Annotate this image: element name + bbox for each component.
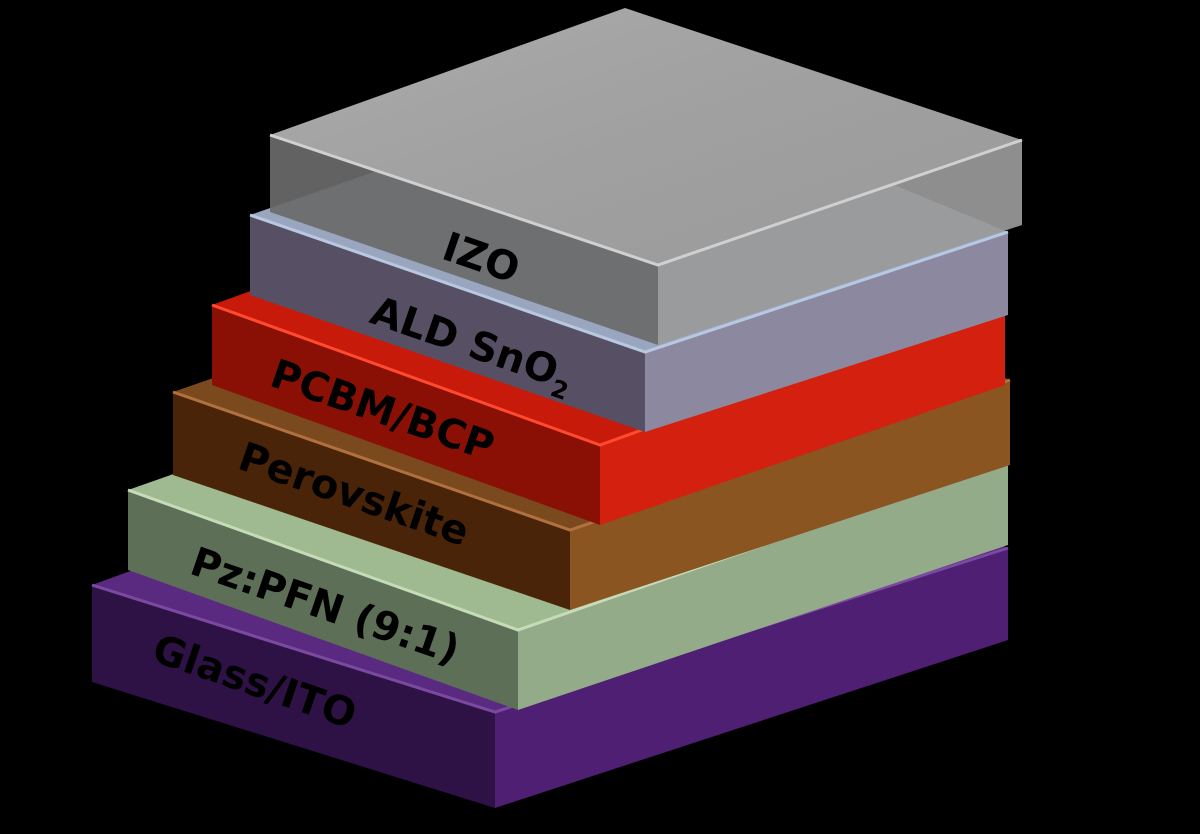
- layer-izo: [269, 8, 1023, 345]
